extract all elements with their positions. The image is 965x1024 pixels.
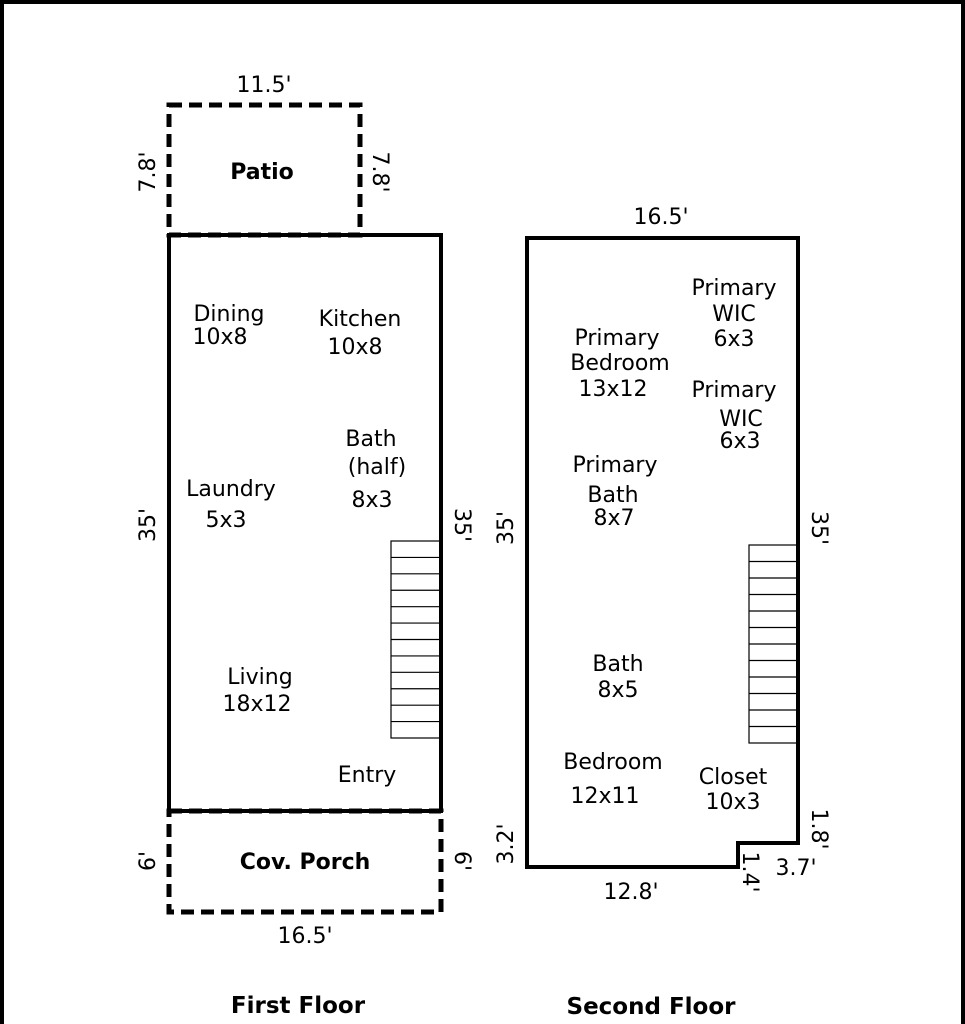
notch-horizontal-dim: 3.7' [775,856,816,881]
dining-label: Dining [193,302,264,327]
second-floor-left-small-dim: 3.2' [494,823,519,864]
first-floor-title: First Floor [231,993,366,1019]
second-floor-right-dim: 35' [806,511,831,545]
porch-label: Cov. Porch [240,850,371,875]
second-floor-bottom-dim: 12.8' [603,880,658,905]
closet-label: Closet [699,765,768,790]
half-bath-label: Bath [345,427,396,452]
primary-wic-1-size: 6x3 [713,327,754,352]
entry-label: Entry [338,763,397,788]
primary-wic-1-label: Primary [691,276,776,301]
half-bath-size: 8x3 [351,488,392,513]
staircase [390,540,441,739]
porch-outline [166,808,444,915]
bedroom-size: 12x11 [570,784,639,809]
patio-depth-right: 7.8' [367,151,392,192]
kitchen-label: Kitchen [319,307,402,332]
primary-bedroom-label: Primary [574,326,659,351]
patio-label: Patio [230,160,294,185]
first-floor: 11.5' 7.8' 7.8' Patio 35' 35' Dining 10x… [136,73,474,1019]
second-floor: 16.5' 35' 35' 3.2' 1.8' 1.4' 3.7' 12.8' … [494,205,831,1020]
dining-size: 10x8 [192,325,247,350]
porch-width: 16.5' [277,924,332,949]
notch-vertical-dim: 1.4' [737,851,762,892]
bath-size: 8x5 [597,678,638,703]
primary-bath-label-2: Bath [587,483,638,508]
primary-bedroom-size: 13x12 [578,377,647,402]
closet-size: 10x3 [705,790,760,815]
porch-depth-left: 6' [136,851,161,871]
first-floor-walls [167,233,443,813]
primary-bath-label: Primary [572,453,657,478]
second-floor-walls [525,236,800,869]
kitchen-size: 10x8 [327,335,382,360]
second-floor-left-dim: 35' [494,511,519,545]
primary-wic-2-label-2: WIC [719,407,763,432]
living-label: Living [227,665,292,690]
patio-width: 11.5' [236,73,291,98]
laundry-size: 5x3 [205,508,246,533]
primary-wic-2-size: 6x3 [719,429,760,454]
primary-bedroom-label-2: Bedroom [570,351,670,376]
primary-wic-1-label-2: WIC [712,302,756,327]
patio-depth-left: 7.8' [136,151,161,192]
staircase [748,544,798,744]
second-floor-top-dim: 16.5' [633,205,688,230]
half-bath-label-2: (half) [348,455,406,480]
first-floor-left-dim: 35' [136,508,161,542]
porch-depth-right: 6' [449,851,474,871]
bedroom-label: Bedroom [563,750,663,775]
primary-wic-2-label: Primary [691,378,776,403]
second-floor-title: Second Floor [567,994,737,1020]
first-floor-right-dim: 35' [449,508,474,542]
primary-bath-size: 8x7 [593,506,634,531]
bath-label: Bath [592,652,643,677]
living-size: 18x12 [222,692,291,717]
second-floor-right-small-dim: 1.8' [806,808,831,849]
laundry-label: Laundry [186,477,276,502]
